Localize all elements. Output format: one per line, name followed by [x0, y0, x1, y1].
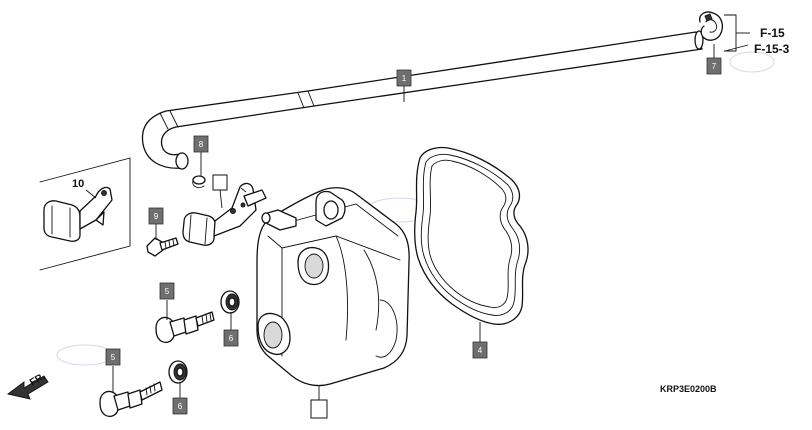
callout-2 — [212, 174, 228, 191]
callout-8: 8 — [193, 135, 209, 153]
callout-6-lower-label: 6 — [178, 402, 183, 411]
callout-6-upper-label: 6 — [229, 334, 234, 343]
callout-7: 7 — [706, 57, 722, 75]
callout-3 — [310, 399, 328, 419]
callout-1: 1 — [396, 69, 412, 87]
callout-6-lower: 6 — [172, 397, 188, 415]
callout-5-upper-label: 5 — [165, 287, 170, 296]
washer-6-upper — [220, 290, 240, 314]
washer-6-lower — [168, 360, 188, 384]
callout-9: 9 — [148, 207, 164, 225]
bolt-5-upper — [155, 311, 215, 343]
ref-f153-label: F-15-3 — [754, 42, 790, 56]
callout-6-upper: 6 — [223, 329, 239, 347]
tube-clip — [699, 11, 724, 41]
ref-f15-label: F-15 — [760, 26, 785, 40]
callout-4-label: 4 — [478, 346, 483, 355]
callout-4: 4 — [472, 341, 488, 359]
breather-clamp — [39, 157, 131, 271]
small-clip — [192, 175, 206, 189]
callout-9-label: 9 — [154, 212, 159, 221]
front-arrow-label: FR. — [28, 371, 48, 389]
cover-clamp — [182, 182, 267, 246]
callout-5-upper: 5 — [159, 282, 175, 300]
callout-5-lower: 5 — [105, 348, 121, 366]
callout-5-lower-label: 5 — [111, 353, 116, 362]
cylinder-head-cover — [256, 187, 410, 387]
callout-1-label: 1 — [402, 74, 407, 83]
leader-lines — [85, 44, 715, 400]
callout-7-label: 7 — [712, 62, 717, 71]
diagram-code: KRP3E0200B — [660, 384, 717, 394]
reference-bracket — [724, 14, 750, 52]
callout-8-label: 8 — [199, 140, 204, 149]
bolt-5-lower — [99, 381, 163, 417]
breather-tube — [141, 30, 704, 170]
part-10-label: 10 — [72, 178, 84, 190]
cover-gasket — [414, 146, 529, 325]
front-arrow — [6, 375, 49, 400]
bolt-9 — [146, 237, 179, 257]
